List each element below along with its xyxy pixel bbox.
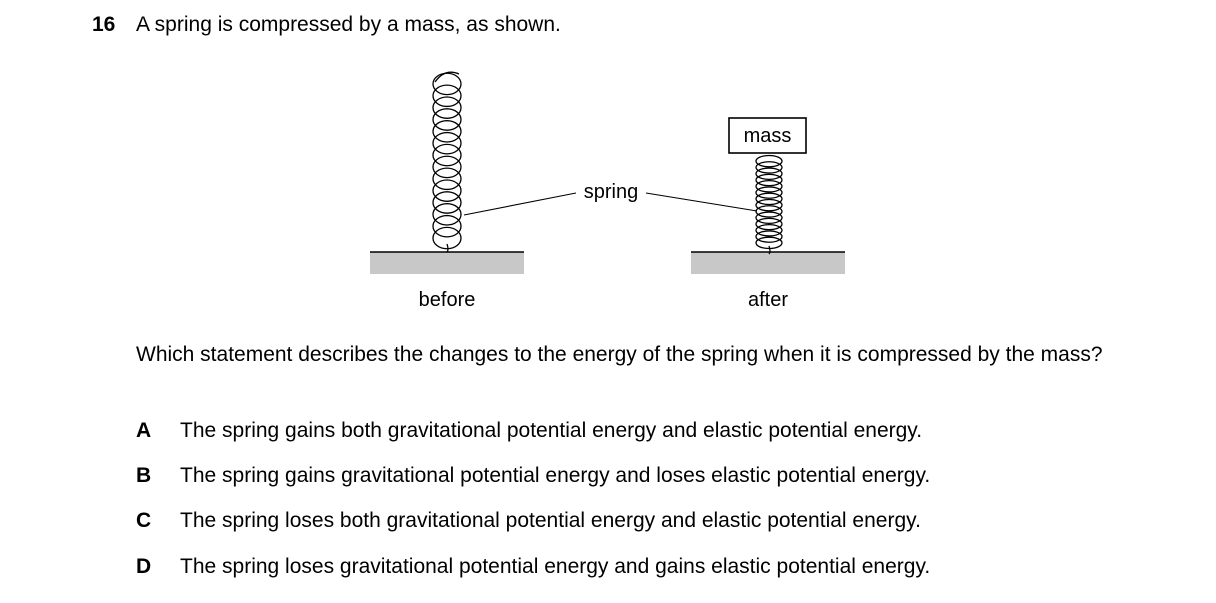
mass-label: mass [744,125,792,147]
spring-coil [432,84,462,108]
spring-before [432,71,462,253]
spring-coil [755,161,783,174]
spring-coil [755,223,783,237]
spring-coil [755,230,783,243]
after-label: after [748,289,788,311]
spring-coil [432,179,462,202]
spring-coil [755,236,783,250]
option-a-letter: A [136,419,152,442]
spring-coil [432,226,462,250]
spring-coil [755,173,783,187]
option-a-text: The spring gains both gravitational pote… [180,419,923,442]
ground-after [691,252,845,274]
spring-coil [755,192,783,206]
option-c-text: The spring loses both gravitational pote… [180,509,921,532]
spring-coil [432,214,462,238]
mass-box [728,117,807,154]
question-number: 16 [92,13,116,36]
leader-line-after [645,192,758,212]
spring-coil [432,72,462,96]
option-b-letter: B [136,464,152,487]
spring-coil [755,186,783,199]
spring-coil [432,131,462,155]
option-d-text: The spring loses gravitational potential… [180,555,931,578]
spring-coil [432,167,462,191]
option-b-text: The spring gains gravitational potential… [180,464,931,487]
option-a[interactable]: A The spring gains both gravitational pot… [136,418,922,444]
leader-line-before [463,192,577,216]
spring-end [446,243,449,253]
option-c-letter: C [136,509,152,532]
spring-coil [755,179,783,193]
spring-end [768,245,771,255]
before-label: before [419,289,476,311]
spring-coil [432,203,462,226]
spring-coil [755,211,783,225]
spring-coil [432,108,462,131]
spring-coil [432,96,462,119]
option-c[interactable]: C The spring loses both gravitational pot… [136,508,921,534]
spring-coil [755,154,783,168]
spring-coil [432,155,462,179]
spring-label: spring [584,181,638,203]
question-stem: A spring is compressed by a mass, as sho… [136,13,561,36]
question-prompt: Which statement describes the changes to… [136,343,1103,366]
spring-diagram: mass spring before after [370,71,845,311]
ground-before [370,252,524,274]
option-d-letter: D [136,555,152,578]
spring-coil [432,120,462,143]
spring-coil [432,143,462,167]
spring-coil [432,191,462,214]
spring-coil [755,167,783,181]
spring-coil [755,217,783,231]
spring-coil [755,198,783,212]
spring-coil [755,205,783,218]
spring-top-end [434,71,460,83]
option-b[interactable]: B The spring gains gravitational potentia… [136,463,930,489]
spring-after [755,154,783,255]
option-d[interactable]: D The spring loses gravitational potentia… [136,554,930,580]
